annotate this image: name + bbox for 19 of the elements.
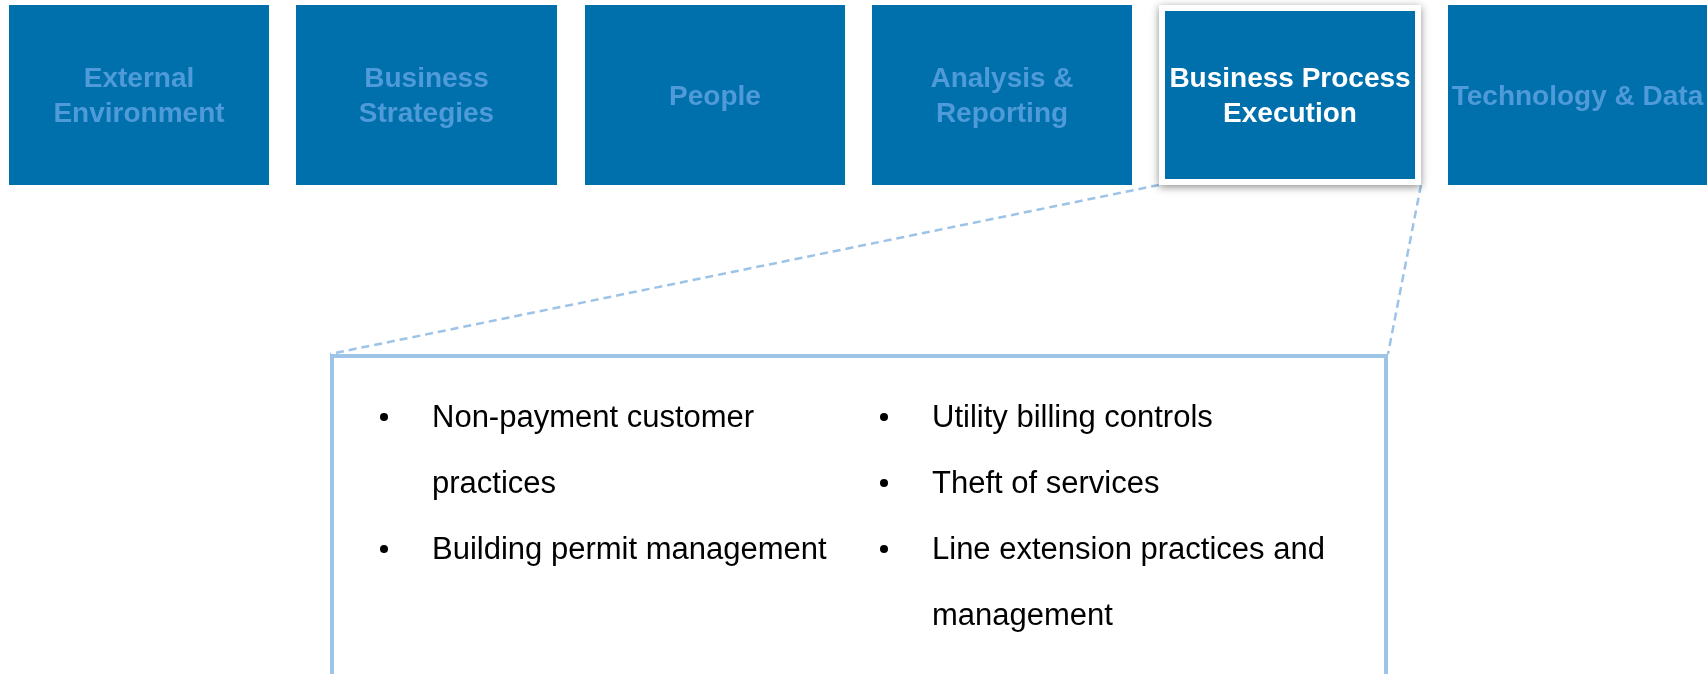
bullet-text: Utility billing controls [932,398,1214,436]
bullet-text: Non-payment customer practices [432,398,756,502]
dashed-connector [329,183,1160,356]
tile-label: People [669,78,761,113]
tile-label: Analysis & Reporting [929,61,1075,130]
category-tile [9,5,269,185]
detail-panel [330,354,1388,674]
dashed-connector [1386,184,1423,355]
tile-label: External Environment [52,61,226,130]
bullet-text: Theft of services [932,464,1161,502]
tile-label: Business Process Execution [1168,61,1412,130]
category-tile [296,5,557,185]
bullet-text: Line extension practices and management [932,530,1326,634]
category-tile [872,5,1132,185]
category-tile [585,5,845,185]
tile-label: Business Strategies [357,61,496,130]
category-tile [1448,5,1707,185]
tile-label: Technology & Data [1451,78,1704,113]
bullet-text: Building permit management [432,530,828,568]
